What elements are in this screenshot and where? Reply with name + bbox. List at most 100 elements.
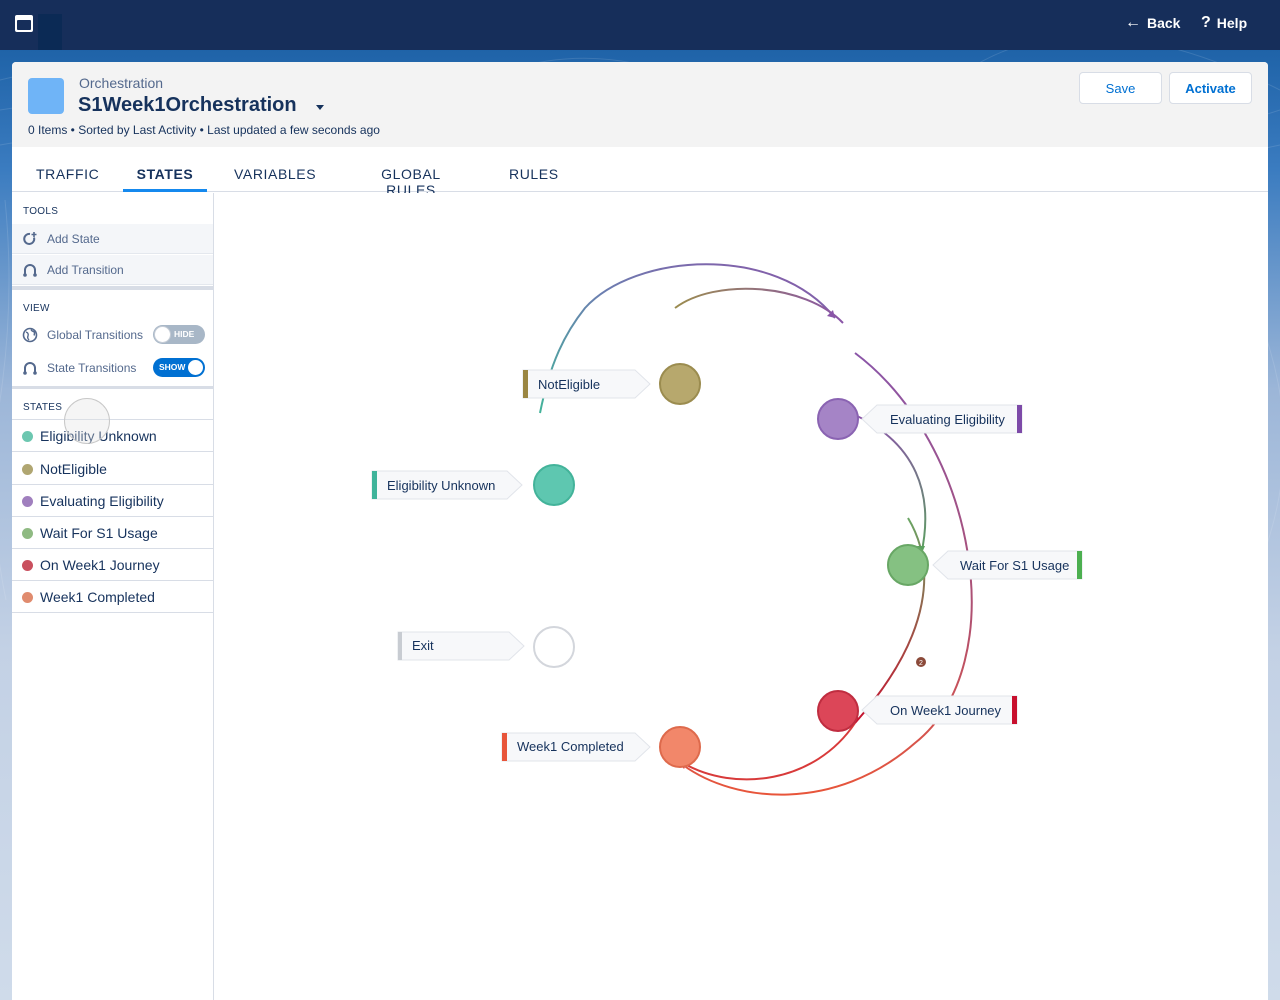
state-node-on-week1-journey[interactable]: On Week1 Journey — [817, 690, 1018, 732]
state-diagram: 2 Eligibility Unknown NotEligible Evalua… — [371, 263, 1083, 796]
global-transitions-label: Global Transitions — [47, 328, 144, 342]
state-tag-bar — [1077, 551, 1082, 579]
state-node-eligibility-unknown[interactable]: Eligibility Unknown — [371, 464, 575, 506]
state-tag-label: Eligibility Unknown — [387, 478, 495, 493]
tab-states[interactable]: STATES — [123, 147, 207, 192]
state-tag-bar — [502, 733, 507, 761]
tab-traffic[interactable]: TRAFFIC — [36, 166, 100, 182]
toggle-label: HIDE — [174, 329, 195, 339]
transition-icon — [23, 362, 37, 375]
state-tag-bar — [372, 471, 377, 499]
state-item-eligibility-unknown[interactable]: Eligibility Unknown — [12, 420, 213, 452]
state-color-dot — [22, 464, 33, 475]
state-label: NotEligible — [40, 461, 107, 477]
state-circle[interactable] — [817, 398, 859, 440]
top-bar: ← Back ? Help — [0, 0, 1280, 50]
arrow-left-icon: ← — [1125, 14, 1141, 31]
state-item-on-week1-journey[interactable]: On Week1 Journey — [12, 549, 213, 581]
toggle-knob — [187, 359, 204, 376]
add-transition-button[interactable]: Add Transition — [12, 255, 213, 285]
state-transitions-toggle[interactable]: SHOW — [153, 358, 205, 377]
globe-icon — [22, 327, 38, 343]
diagram-canvas[interactable]: 2 Eligibility Unknown NotEligible Evalua… — [215, 193, 1268, 1000]
transition-edge[interactable] — [682, 722, 856, 781]
state-circle[interactable] — [533, 626, 575, 668]
state-tag-label: On Week1 Journey — [890, 703, 1002, 718]
transition-edge[interactable] — [674, 287, 844, 324]
state-color-dot — [22, 528, 33, 539]
transition-count-badge[interactable] — [916, 657, 926, 667]
state-tag-label: Week1 Completed — [517, 739, 624, 754]
transition-edge[interactable] — [539, 263, 836, 414]
object-type-label: Orchestration — [79, 75, 164, 91]
state-circle[interactable] — [533, 464, 575, 506]
chevron-down-icon[interactable] — [316, 105, 324, 110]
state-tag-bar — [1012, 696, 1017, 724]
state-circle[interactable] — [887, 544, 929, 586]
orchestration-card: Orchestration S1Week1Orchestration 0 Ite… — [12, 62, 1268, 1000]
help-button[interactable]: ? Help — [1201, 14, 1247, 32]
state-tag-label: Wait For S1 Usage — [960, 558, 1069, 573]
toggle-label: SHOW — [159, 362, 186, 372]
state-item-evaluating-eligibility[interactable]: Evaluating Eligibility — [12, 485, 213, 517]
add-state-label: Add State — [47, 232, 100, 246]
state-item-week1-completed[interactable]: Week1 Completed — [12, 581, 213, 613]
state-circle[interactable] — [659, 363, 701, 405]
top-bar-accent — [38, 14, 62, 50]
state-transitions-row: State Transitions SHOW — [12, 353, 213, 383]
arrowhead — [827, 310, 835, 318]
state-color-dot — [22, 560, 33, 571]
app-window-icon[interactable] — [15, 15, 33, 32]
global-transitions-toggle[interactable]: HIDE — [153, 325, 205, 344]
save-button[interactable]: Save — [1079, 72, 1162, 104]
state-label: Evaluating Eligibility — [40, 493, 164, 509]
state-node-wait-for-s1-usage[interactable]: Wait For S1 Usage — [887, 544, 1083, 586]
state-tag-bar — [398, 632, 402, 660]
state-color-dot — [22, 431, 33, 442]
state-color-dot — [22, 496, 33, 507]
record-header: Orchestration S1Week1Orchestration 0 Ite… — [12, 62, 1268, 147]
transition-count-label: 2 — [919, 660, 923, 667]
back-label: Back — [1147, 15, 1181, 31]
state-node-exit[interactable]: Exit — [397, 626, 575, 668]
activate-button[interactable]: Activate — [1169, 72, 1252, 104]
transition-edge[interactable] — [854, 517, 926, 724]
tab-rules[interactable]: RULES — [509, 166, 559, 182]
list-meta: 0 Items • Sorted by Last Activity • Last… — [28, 123, 380, 137]
state-label: Wait For S1 Usage — [40, 525, 158, 541]
add-transition-label: Add Transition — [47, 263, 124, 277]
state-item-noteligible[interactable]: NotEligible — [12, 453, 213, 485]
state-node-noteligible[interactable]: NotEligible — [522, 363, 701, 405]
states-sidebar: TOOLS Add State Add Transition VIEW Glob… — [12, 193, 214, 1000]
transition-edge[interactable] — [854, 414, 927, 556]
add-state-icon — [23, 232, 37, 245]
state-node-week1-completed[interactable]: Week1 Completed — [501, 726, 701, 768]
touch-indicator — [64, 398, 110, 444]
state-tag-label: NotEligible — [538, 377, 600, 392]
state-label: On Week1 Journey — [40, 557, 160, 573]
global-transitions-row: Global Transitions HIDE — [12, 320, 213, 350]
tab-variables[interactable]: VARIABLES — [234, 166, 317, 182]
state-circle[interactable] — [659, 726, 701, 768]
help-label: Help — [1216, 15, 1248, 31]
orchestration-icon — [28, 78, 64, 114]
divider — [12, 386, 213, 389]
state-tag-label: Evaluating Eligibility — [890, 412, 1005, 427]
question-icon: ? — [1201, 14, 1211, 31]
toggle-knob — [154, 326, 171, 343]
add-state-button[interactable]: Add State — [12, 224, 213, 254]
state-transitions-label: State Transitions — [47, 361, 137, 375]
tools-section-title: TOOLS — [23, 206, 59, 217]
divider — [12, 286, 213, 290]
state-tag-label: Exit — [412, 638, 434, 653]
back-button[interactable]: ← Back — [1125, 14, 1180, 32]
state-tag-bar — [1017, 405, 1022, 433]
state-circle[interactable] — [817, 690, 859, 732]
tab-global-rules[interactable]: GLOBAL RULES — [381, 166, 441, 198]
state-label: Week1 Completed — [40, 589, 155, 605]
state-item-wait-for-s1-usage[interactable]: Wait For S1 Usage — [12, 517, 213, 549]
states-section-title: STATES — [23, 402, 63, 413]
state-tag-bar — [523, 370, 528, 398]
state-node-evaluating-eligibility[interactable]: Evaluating Eligibility — [817, 398, 1023, 440]
page-title: S1Week1Orchestration — [78, 94, 297, 116]
